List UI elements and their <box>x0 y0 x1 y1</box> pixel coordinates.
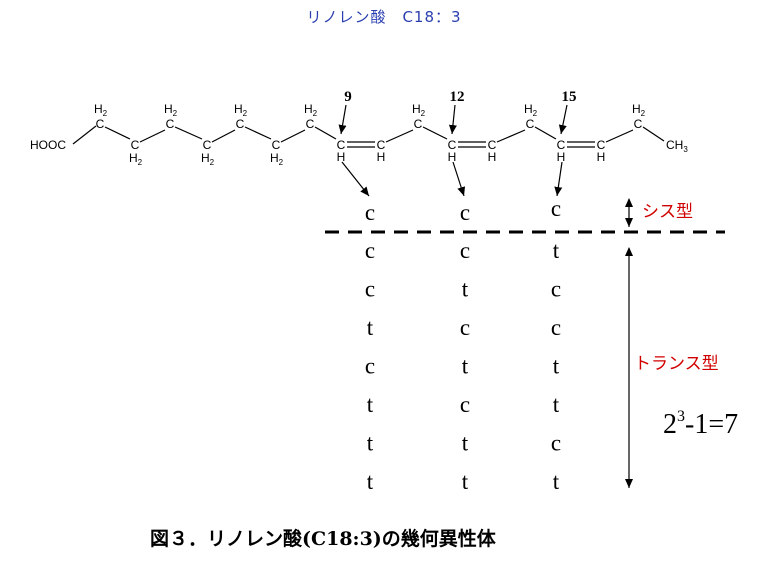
configuration-cell: c <box>460 315 470 340</box>
figure-caption: 図３．リノレン酸(C18:3)の幾何異性体 <box>150 527 497 550</box>
single-bond <box>534 126 557 140</box>
position-pointer-arrow <box>448 104 457 135</box>
h2-label: H2 <box>270 151 284 167</box>
configuration-cell: c <box>460 200 470 225</box>
h2-label: H2 <box>234 102 248 118</box>
configuration-cell: c <box>551 196 561 221</box>
configuration-cell: t <box>553 469 560 494</box>
carbon-atom: C <box>236 117 245 131</box>
configuration-cell: t <box>462 431 469 456</box>
carbon-atom: C <box>272 138 281 152</box>
single-bond <box>642 126 665 142</box>
carbon-atom: C <box>166 117 175 131</box>
configuration-cell: c <box>551 431 561 456</box>
position-number: 12 <box>450 89 465 105</box>
ch3-group: CH3 <box>666 138 688 154</box>
hydrogen-atom: H <box>597 150 606 164</box>
single-bond <box>72 125 97 145</box>
position-number: 9 <box>344 89 352 105</box>
single-bond <box>244 126 272 140</box>
hydrogen-atom: H <box>448 150 457 164</box>
double-bond-positions: 9 12 15 <box>338 89 577 197</box>
figure-title: リノレン酸 C18：3 <box>306 8 461 26</box>
cis-label: シス型 <box>642 202 693 222</box>
bond-lines <box>72 125 665 148</box>
single-bond <box>280 129 306 143</box>
single-bond <box>174 126 203 140</box>
single-bond <box>422 126 448 140</box>
position-pointer-arrow <box>338 104 347 135</box>
carbon-atom: C <box>557 138 566 152</box>
isomer-count-formula: 23-1=7 <box>663 408 738 440</box>
trans-label: トランス型 <box>634 354 719 374</box>
carbon-atom: C <box>597 138 606 152</box>
hydrogen-atom: H <box>377 150 386 164</box>
carbon-atom: C <box>414 117 423 131</box>
h2-label: H2 <box>94 102 108 118</box>
configuration-cell: t <box>553 392 560 417</box>
hooc-group: HOOC <box>30 138 66 152</box>
single-bond <box>104 126 131 140</box>
configuration-cell: c <box>460 238 470 263</box>
configuration-cell: t <box>462 277 469 302</box>
carbon-atom: C <box>131 138 140 152</box>
carbon-atom: C <box>306 117 315 131</box>
configuration-cell: t <box>367 469 374 494</box>
single-bond <box>139 129 166 143</box>
single-bond <box>605 129 634 143</box>
configuration-cell: c <box>365 277 375 302</box>
configuration-cell: c <box>551 277 561 302</box>
carbon-atom: C <box>96 117 105 131</box>
linolenic-acid-structure: HOOC CH3 CH2CH2CH2CH2CH2CH2CH2CHCHCH2CHC… <box>30 102 688 167</box>
hydrogen-atom: H <box>557 150 566 164</box>
h2-label: H2 <box>524 102 538 118</box>
configuration-cell: t <box>462 354 469 379</box>
configuration-cell: t <box>462 469 469 494</box>
position-pointer-arrow <box>558 104 568 135</box>
single-bond <box>314 126 337 140</box>
single-bond <box>211 129 236 143</box>
single-bond <box>385 129 414 143</box>
position-number: 15 <box>562 89 577 105</box>
configuration-pointer-arrow <box>554 161 563 197</box>
configuration-cell: c <box>551 315 561 340</box>
configuration-cell: t <box>553 238 560 263</box>
configuration-pointer-arrow <box>341 161 370 197</box>
h2-label: H2 <box>201 151 215 167</box>
carbon-atom: C <box>377 138 386 152</box>
carbon-atom: C <box>203 138 212 152</box>
configuration-pointer-arrow <box>452 161 466 197</box>
configuration-cell: t <box>367 315 374 340</box>
carbon-atoms: CH2CH2CH2CH2CH2CH2CH2CHCHCH2CHCHCH2CHCHC… <box>94 102 646 167</box>
hydrogen-atom: H <box>337 150 346 164</box>
hydrogen-atom: H <box>488 150 497 164</box>
configuration-cell: c <box>365 238 375 263</box>
carbon-atom: C <box>526 117 535 131</box>
configuration-cell: t <box>367 431 374 456</box>
h2-label: H2 <box>632 102 646 118</box>
configuration-cell: t <box>367 392 374 417</box>
carbon-atom: C <box>337 138 346 152</box>
configuration-cell: c <box>365 200 375 225</box>
h2-label: H2 <box>164 102 178 118</box>
single-bond <box>496 129 526 143</box>
configuration-cell: t <box>553 354 560 379</box>
configuration-cell: c <box>460 392 470 417</box>
carbon-atom: C <box>488 138 497 152</box>
h2-label: H2 <box>129 151 143 167</box>
h2-label: H2 <box>304 102 318 118</box>
carbon-atom: C <box>634 117 643 131</box>
carbon-atom: C <box>448 138 457 152</box>
configuration-cell: c <box>365 354 375 379</box>
h2-label: H2 <box>412 102 426 118</box>
